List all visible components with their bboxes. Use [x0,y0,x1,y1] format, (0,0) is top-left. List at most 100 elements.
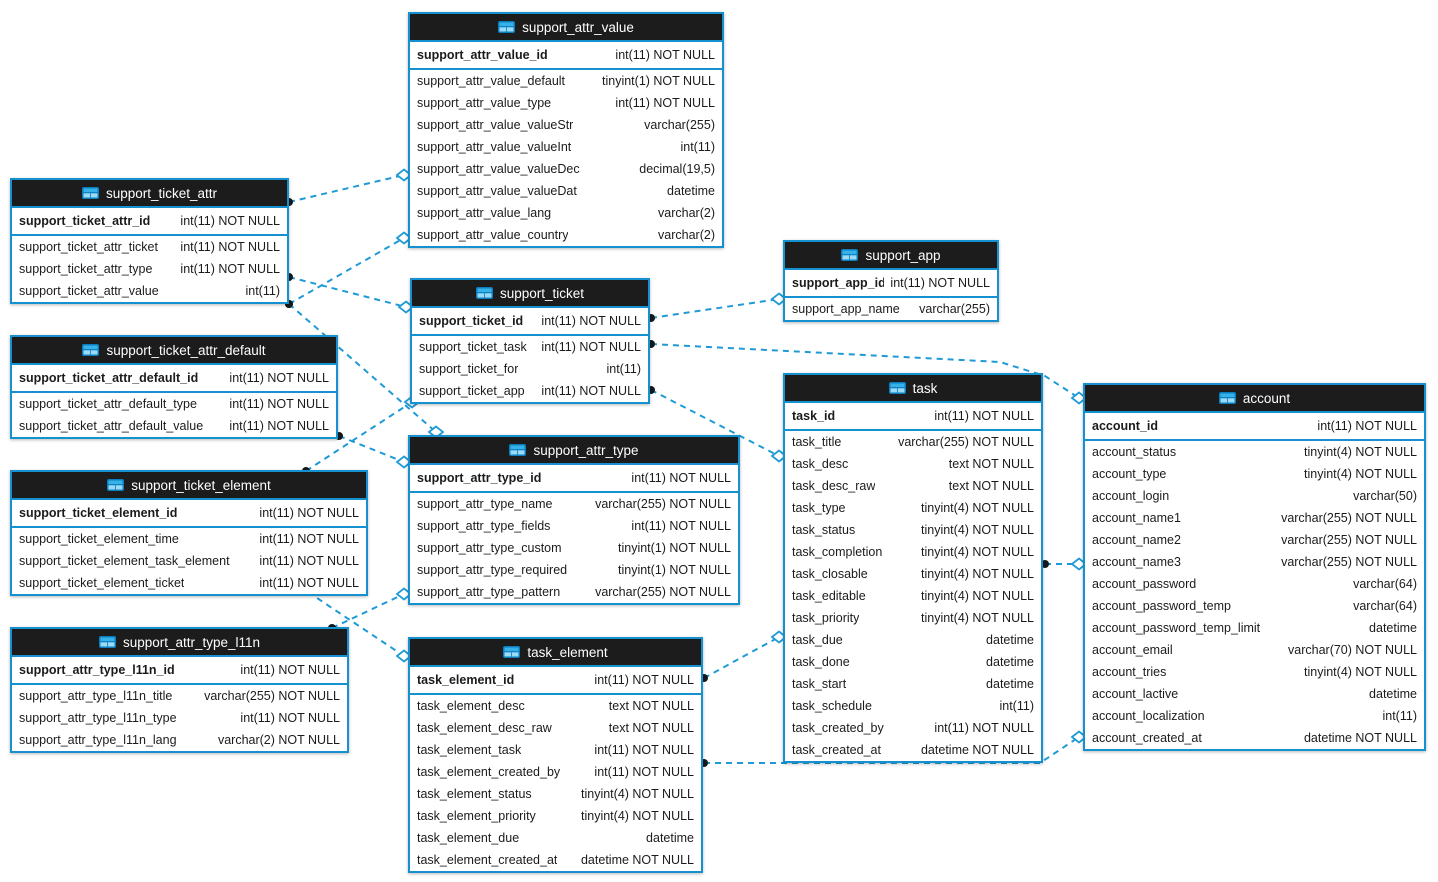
relation-line[interactable] [288,276,407,308]
relation-task-to-account[interactable] [1041,557,1088,571]
table-header[interactable]: support_attr_type [410,437,738,465]
relation-line[interactable] [650,298,780,319]
relation-line[interactable] [288,237,405,305]
relation-line[interactable] [650,389,780,457]
relation-line[interactable] [331,593,405,629]
relation-support_ticket_attr-to-support_attr_value[interactable] [285,168,413,207]
table-header[interactable]: support_ticket_attr [12,180,287,208]
table-header[interactable]: support_ticket_element [12,472,366,500]
relation-line[interactable] [338,435,405,463]
relation-line[interactable] [703,636,780,679]
table-header[interactable]: task [785,375,1041,403]
table-header[interactable]: support_ticket [412,280,648,308]
table-header[interactable]: support_attr_type_l11n [12,629,347,657]
table-support_ticket_element[interactable]: support_ticket_element support_ticket_ele… [10,470,368,596]
relation-support_ticket-to-support_app[interactable] [647,292,788,323]
table-header[interactable]: account [1085,385,1424,413]
table-header[interactable]: support_ticket_attr_default [12,337,336,365]
table-header[interactable]: task_element [410,639,701,667]
table-header[interactable]: support_attr_value [410,14,722,42]
relation-line[interactable] [704,736,1080,764]
table-header[interactable]: support_app [785,242,997,270]
